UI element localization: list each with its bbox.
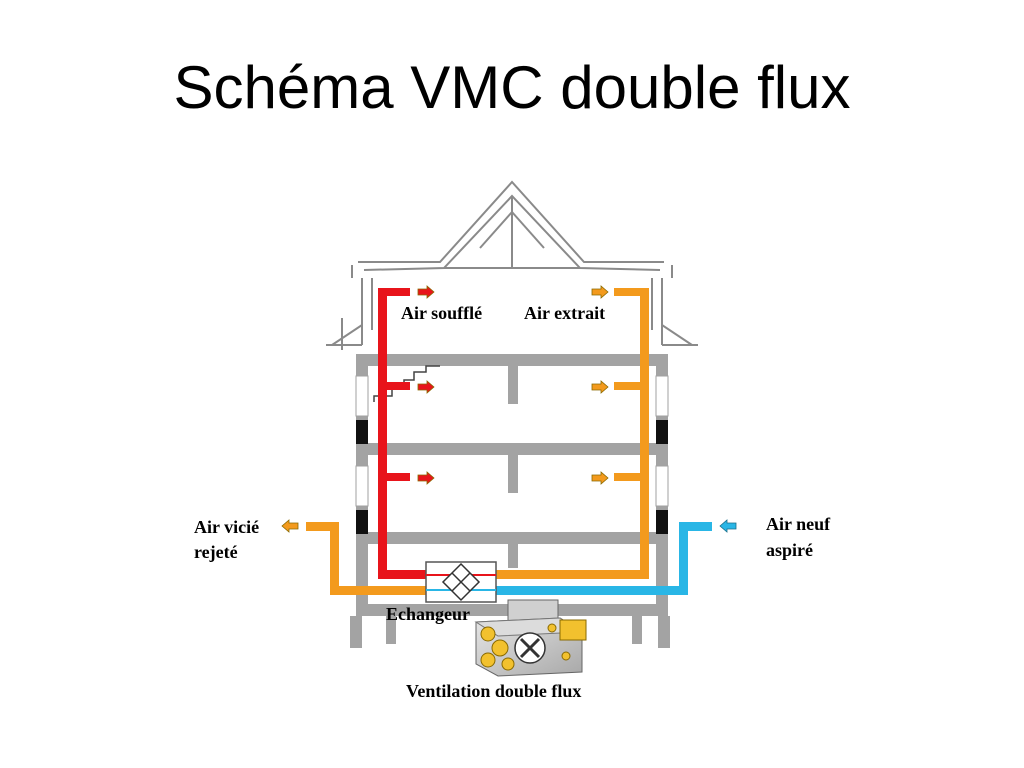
supply-duct — [378, 288, 426, 579]
ventilation-unit — [474, 599, 587, 677]
label-air-extrait: Air extrait — [524, 303, 605, 323]
page-title: Schéma VMC double flux — [173, 54, 851, 121]
label-echangeur: Echangeur — [386, 604, 470, 624]
extract-arrows — [591, 285, 609, 485]
label-air-neuf: Air neuf — [766, 514, 831, 534]
label-air-souffle: Air soufflé — [401, 303, 482, 323]
label-ventilation-double-flux: Ventilation double flux — [406, 681, 581, 701]
exhaust-arrow — [281, 519, 299, 533]
windows — [355, 375, 669, 534]
label-air-vicie: Air vicié — [194, 517, 259, 537]
label-aspire: aspiré — [766, 540, 813, 560]
fresh-air-duct — [496, 522, 712, 595]
fresh-air-arrow — [719, 519, 737, 533]
roof — [326, 180, 698, 350]
extract-duct — [306, 288, 649, 595]
heat-exchanger — [425, 561, 497, 603]
supply-arrows — [417, 285, 435, 485]
label-rejete: rejeté — [194, 542, 238, 562]
